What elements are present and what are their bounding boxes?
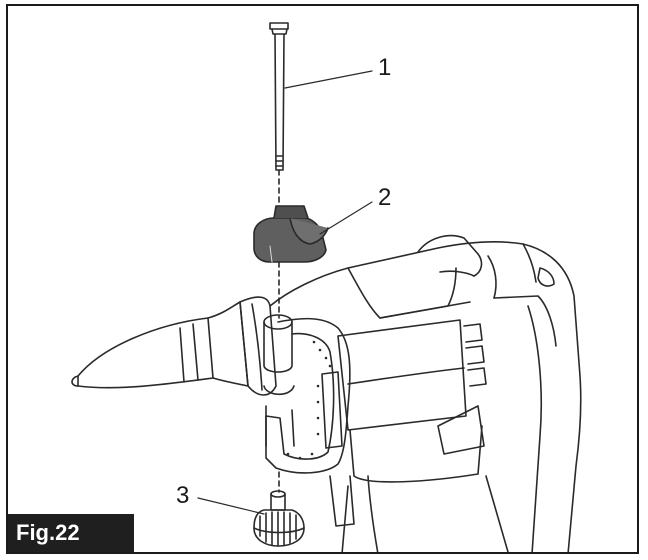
tool-body (71, 234, 582, 552)
leader-line-3 (197, 497, 265, 515)
part-3-knob (253, 490, 305, 547)
grip-texture (286, 340, 332, 460)
leader-line-1 (284, 70, 373, 89)
callout-2: 2 (378, 184, 392, 211)
hammer-drill-illustration (71, 22, 582, 552)
part-2-clamp (253, 205, 329, 263)
callout-3: 3 (176, 482, 190, 509)
part-1-rod (269, 22, 289, 171)
callout-1: 1 (378, 54, 392, 81)
leader-lines (197, 70, 373, 515)
leader-line-2 (319, 201, 373, 235)
figure-label: Fig.22 (8, 514, 134, 552)
figure-frame: 1 2 3 Fig.22 (6, 4, 639, 554)
side-handle (263, 314, 351, 474)
